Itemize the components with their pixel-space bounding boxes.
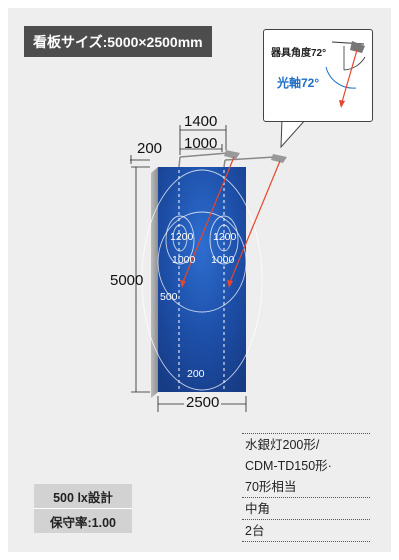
isolux-label-1200-right: 1200 (213, 231, 237, 243)
maintenance-factor: 保守率:1.00 (50, 516, 116, 530)
fixture-spec-list: 水銀灯200形/ CDM-TD150形· 70形相当 中角 2台 (242, 433, 370, 542)
signboard-size-title: 看板サイズ:5000×2500mm (24, 26, 212, 57)
fixture-left (178, 150, 240, 168)
spec-line: CDM-TD150形· (245, 459, 332, 473)
signboard-edge (151, 167, 158, 398)
beam-right-arrow (227, 280, 233, 288)
design-conditions-box: 500 lx設計 保守率:1.00 (34, 484, 132, 533)
width-dimension: 2500 (184, 394, 222, 411)
fixture-angle-label: 器具角度72° (271, 48, 327, 59)
isolux-contours (141, 169, 263, 391)
illuminance-design: 500 lx設計 (34, 484, 132, 509)
optical-axis-label: 光軸72° (277, 76, 320, 90)
beam-right (229, 160, 281, 283)
beam-left (182, 156, 235, 283)
spacing-dimension: 1400 (184, 113, 218, 130)
isolux-label-1000-left: 1000 (172, 254, 196, 266)
signboard (158, 167, 246, 392)
dimension-lines (130, 125, 247, 412)
height-dimension: 5000 (110, 272, 144, 289)
spec-line: 水銀灯200形/ (242, 433, 370, 455)
spec-line: 70形相当 (245, 480, 297, 494)
beam-left-arrow (180, 280, 186, 288)
spec-line: 2台 (242, 519, 370, 542)
isolux-label-1200-left: 1200 (170, 231, 194, 243)
angle-callout (263, 29, 373, 122)
offset-dimension: 200 (137, 140, 163, 157)
isolux-label-500: 500 (160, 291, 178, 303)
spec-line: 中角 (242, 497, 370, 519)
distance-dimension: 1000 (184, 135, 218, 152)
isolux-label-1000-right: 1000 (211, 254, 235, 266)
isolux-label-200: 200 (187, 368, 205, 380)
fixture-angle-icon (325, 41, 366, 108)
